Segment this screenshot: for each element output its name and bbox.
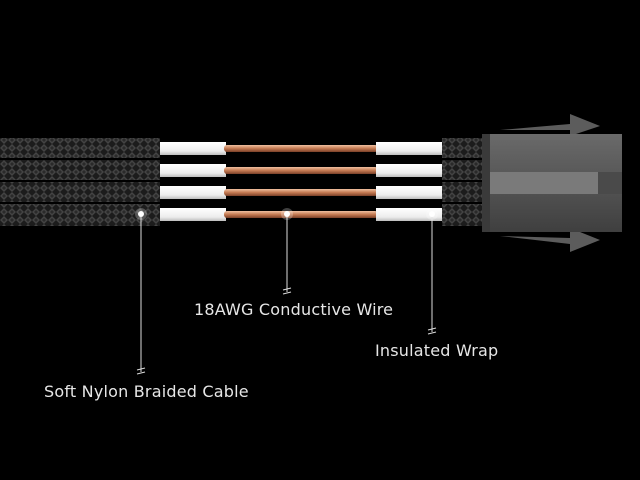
label-conductive-wire: 18AWG Conductive Wire xyxy=(194,300,394,319)
leader-lines xyxy=(136,214,437,375)
label-braided-cable: Soft Nylon Braided Cable xyxy=(44,382,249,401)
insulation-left xyxy=(160,142,226,221)
label-insulated-wrap: Insulated Wrap xyxy=(375,341,499,360)
braided-sleeve-right xyxy=(442,138,484,226)
connector xyxy=(482,114,622,252)
arrow-right-icon-top xyxy=(500,114,600,136)
callout-dots xyxy=(135,208,438,220)
arrow-right-icon-bottom xyxy=(500,228,600,252)
braided-sleeve-left xyxy=(0,138,160,226)
copper-wires xyxy=(224,145,378,218)
insulation-right xyxy=(376,142,442,221)
